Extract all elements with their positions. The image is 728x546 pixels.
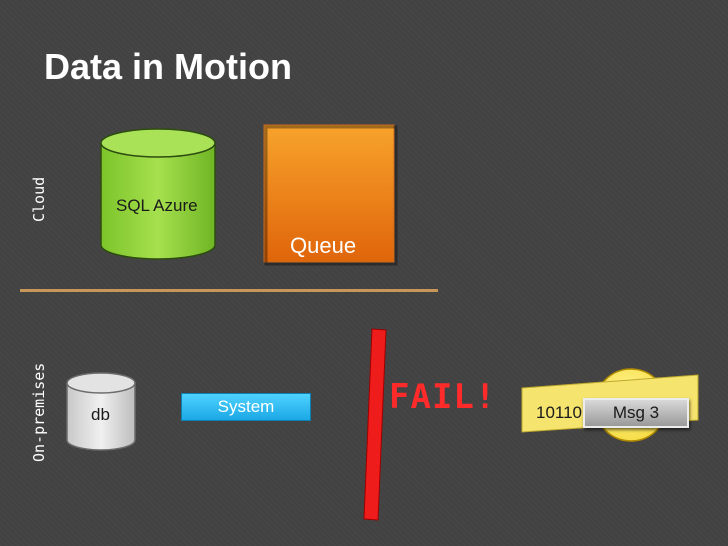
cloud-onprem-divider [20,289,438,292]
binary-data-label: 10110 [536,403,583,422]
queue-box [263,124,398,266]
db-label: db [91,405,110,424]
sql-azure-cylinder [100,128,216,260]
fail-label: FAIL! [389,377,497,417]
fail-barrier [363,328,387,521]
system-box: System [181,393,311,421]
slide-title: Data in Motion [44,46,292,87]
sql-azure-label: SQL Azure [116,196,198,215]
message-box: Msg 3 [583,398,689,428]
db-cylinder [66,372,136,451]
system-label: System [217,397,275,416]
message-label: Msg 3 [612,403,660,422]
queue-label: Queue [290,233,357,258]
